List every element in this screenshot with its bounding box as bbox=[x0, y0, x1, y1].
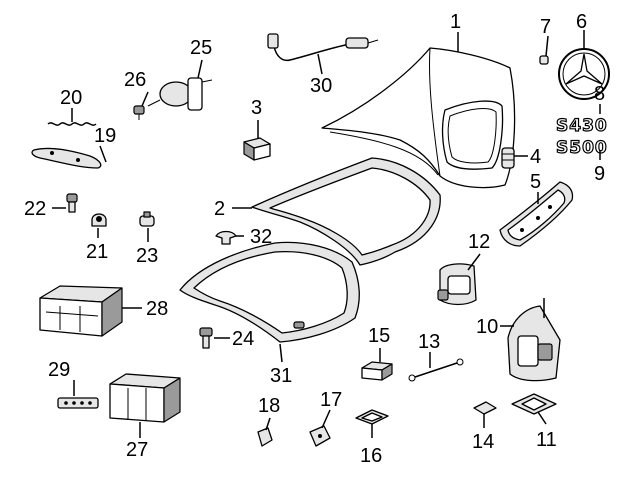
callout-28: 28 bbox=[146, 298, 168, 320]
three-pointed-star-icon bbox=[558, 48, 610, 100]
leader-lines bbox=[52, 30, 601, 438]
callout-18: 18 bbox=[258, 395, 280, 417]
mount-pad bbox=[355, 409, 389, 425]
license-panel bbox=[499, 181, 574, 247]
bumper-block bbox=[243, 137, 271, 161]
callout-3: 3 bbox=[251, 97, 262, 119]
storage-box bbox=[39, 285, 123, 337]
latch-rod bbox=[408, 358, 464, 382]
hinge-bolt bbox=[66, 193, 78, 213]
striker-plate bbox=[511, 393, 557, 415]
callout-24: 24 bbox=[232, 328, 254, 350]
callout-15: 15 bbox=[368, 325, 390, 347]
lid-seal bbox=[251, 157, 441, 266]
callout-4: 4 bbox=[530, 146, 541, 168]
callout-12: 12 bbox=[468, 231, 490, 253]
callout-30: 30 bbox=[310, 75, 332, 97]
lid-hinge bbox=[31, 147, 102, 169]
callout-32: 32 bbox=[250, 226, 272, 248]
lock-latch bbox=[437, 263, 477, 306]
callout-26: 26 bbox=[124, 69, 146, 91]
lock-actuator bbox=[147, 77, 213, 111]
badge-s500: S500 bbox=[556, 138, 608, 158]
callout-21: 21 bbox=[86, 241, 108, 263]
callout-8: 8 bbox=[594, 83, 605, 105]
bracket-left bbox=[257, 427, 273, 447]
callout-numbers: 1 2 3 4 5 6 7 8 9 10 11 12 13 14 15 16 1… bbox=[24, 11, 605, 467]
callout-23: 23 bbox=[136, 245, 158, 267]
retainer-pin bbox=[215, 230, 237, 245]
bracket-right bbox=[309, 425, 331, 447]
callout-16: 16 bbox=[360, 445, 382, 467]
stop-buffer bbox=[501, 147, 515, 169]
callout-9: 9 bbox=[594, 163, 605, 185]
callout-19: 19 bbox=[94, 125, 116, 147]
callout-17: 17 bbox=[320, 389, 342, 411]
emblem-clip bbox=[539, 55, 549, 65]
callout-2: 2 bbox=[214, 198, 225, 220]
callout-6: 6 bbox=[576, 11, 587, 33]
callout-25: 25 bbox=[190, 37, 212, 59]
callout-7: 7 bbox=[540, 16, 551, 38]
callout-20: 20 bbox=[60, 87, 82, 109]
switch-strip bbox=[57, 397, 99, 409]
latch-assembly bbox=[507, 298, 561, 382]
striker-clip bbox=[473, 401, 497, 415]
callout-13: 13 bbox=[418, 331, 440, 353]
liner-bolt bbox=[199, 327, 213, 349]
callout-27: 27 bbox=[126, 439, 148, 461]
control-module bbox=[109, 373, 181, 423]
callout-11: 11 bbox=[536, 429, 557, 451]
badge-s430: S430 bbox=[556, 116, 608, 136]
callout-14: 14 bbox=[472, 431, 494, 453]
callout-1: 1 bbox=[450, 11, 461, 33]
callout-22: 22 bbox=[24, 198, 46, 220]
grommet bbox=[91, 213, 107, 227]
release-cable bbox=[267, 33, 379, 62]
callout-29: 29 bbox=[48, 359, 70, 381]
inner-lid-liner bbox=[179, 241, 360, 343]
hinge-spring bbox=[47, 122, 97, 126]
callout-5: 5 bbox=[530, 171, 541, 193]
actuator-screw bbox=[133, 105, 145, 120]
callout-31: 31 bbox=[270, 365, 292, 387]
rubber-pad bbox=[361, 361, 393, 381]
trunk-lid bbox=[321, 47, 516, 189]
callout-10: 10 bbox=[476, 316, 498, 338]
plug bbox=[139, 211, 155, 227]
